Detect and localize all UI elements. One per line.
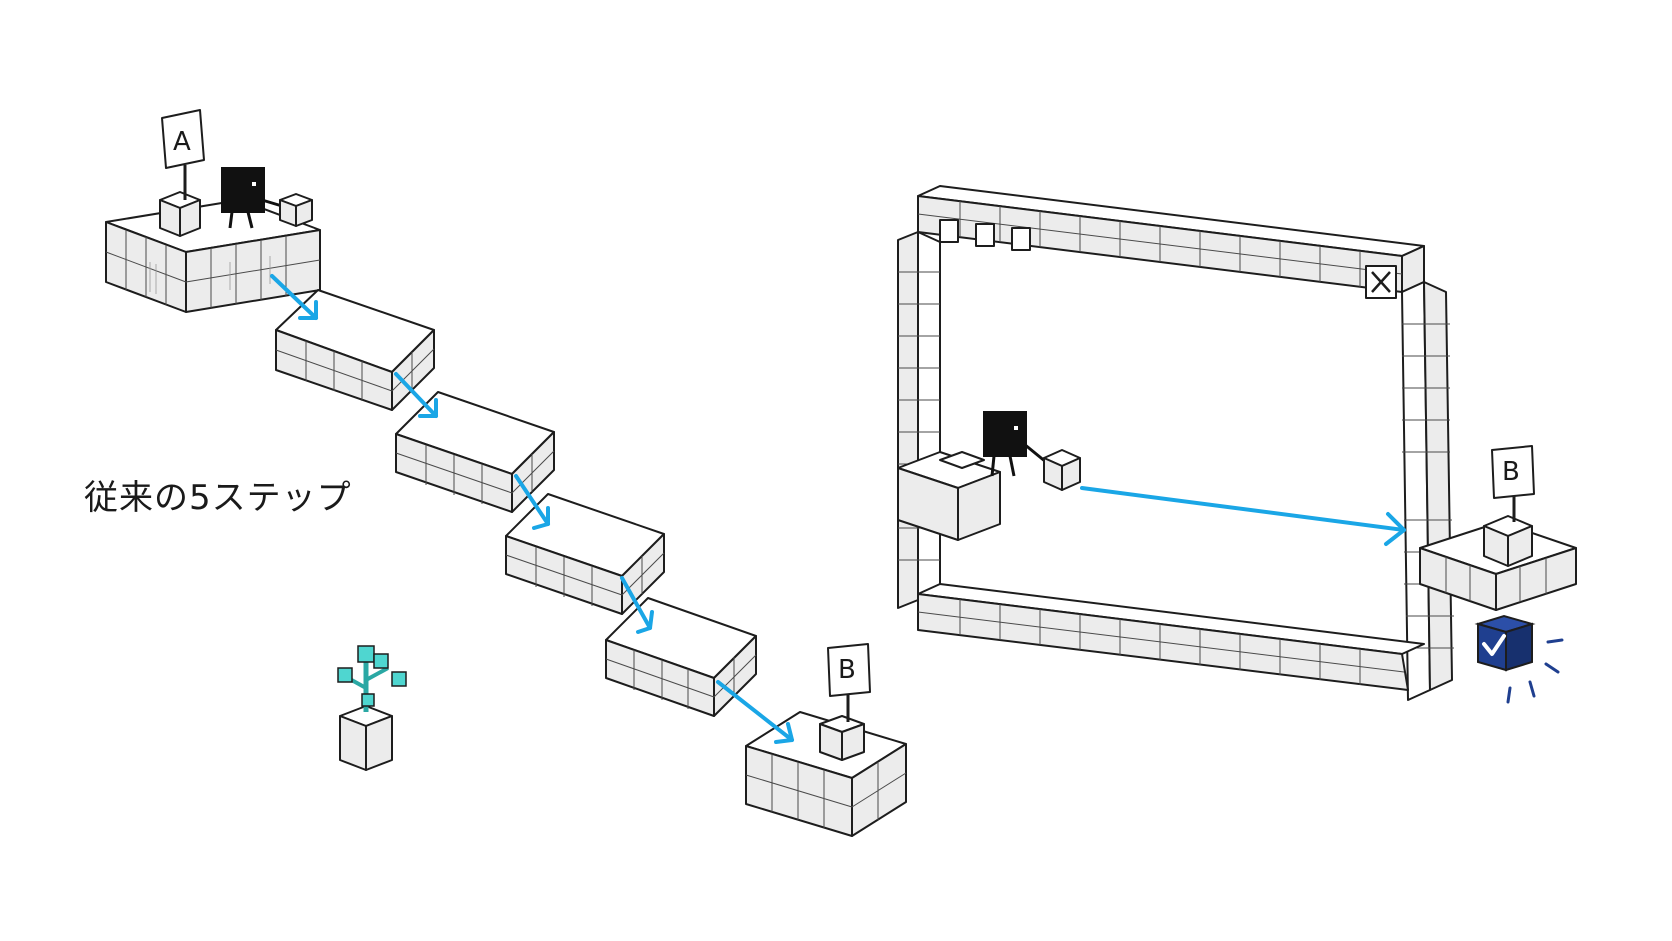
- caption-five-steps: 従来の5ステップ: [84, 478, 352, 518]
- sign-label-b-right: B: [1502, 457, 1520, 487]
- step-slab-4: [605, 597, 757, 717]
- close-icon[interactable]: [1365, 265, 1397, 299]
- step-slab-1: [275, 289, 435, 411]
- plant-icon: [337, 645, 407, 771]
- checkmark-icon: [1474, 614, 1564, 704]
- box-icon: [1043, 449, 1081, 491]
- sign-label-a: A: [173, 127, 191, 157]
- window-button-3[interactable]: [1011, 227, 1031, 251]
- robot-icon: [221, 167, 283, 229]
- box-icon: [819, 715, 865, 761]
- direct-arrow: [1080, 486, 1406, 546]
- window-button-1[interactable]: [939, 219, 959, 243]
- robot-icon: [983, 411, 1047, 477]
- signpost-icon: B: [827, 643, 871, 722]
- start-ledge: [897, 451, 1001, 541]
- box-icon: [279, 193, 313, 227]
- window-frame: [897, 185, 1454, 701]
- signpost-icon: A: [161, 109, 205, 200]
- window-controls: [939, 219, 1031, 251]
- box-icon: [159, 191, 201, 237]
- step-arrows: [270, 274, 794, 744]
- window-button-2[interactable]: [975, 223, 995, 247]
- box-icon: [1483, 515, 1533, 567]
- sign-label-b-left: B: [838, 655, 856, 685]
- signpost-icon: B: [1491, 445, 1535, 522]
- step-slab-3: [505, 493, 665, 615]
